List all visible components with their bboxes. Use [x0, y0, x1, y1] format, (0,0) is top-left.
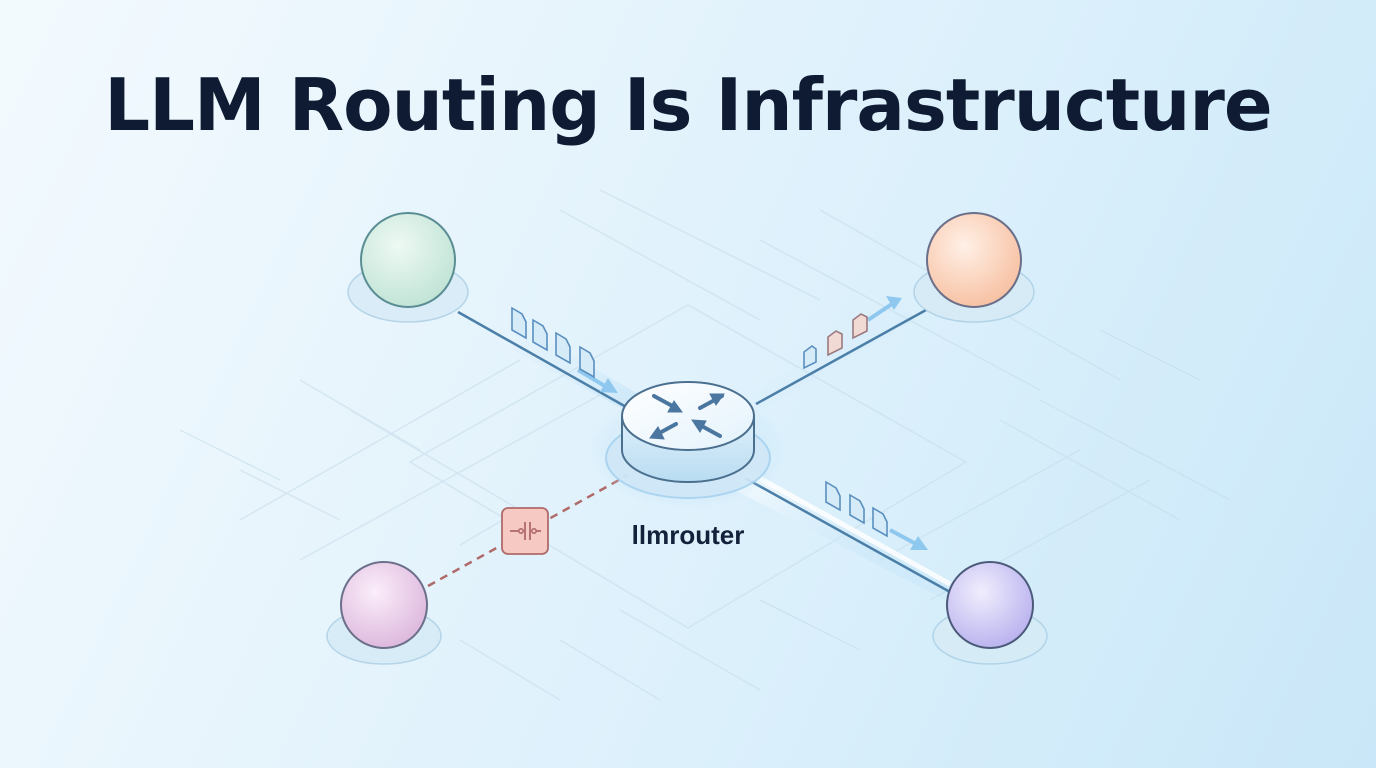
- packets-inbound: [511, 306, 595, 379]
- packet-document-icon: [827, 330, 843, 357]
- routing-arrows-icon: [649, 393, 725, 440]
- flow-arrow-icon: [576, 368, 618, 393]
- link-top-left-router: [457, 310, 629, 410]
- packet-document-icon: [852, 313, 868, 340]
- packets-outbound-bottom: [825, 480, 888, 538]
- link-router-top-right: [755, 308, 927, 406]
- flow-arrow-icon: [866, 296, 902, 322]
- model-node-bottom-left: [326, 561, 442, 665]
- link-router-bottom-right: [744, 476, 951, 594]
- packet-document-icon: [511, 306, 527, 340]
- circuit-breaker-icon: [501, 507, 549, 555]
- packet-document-icon: [872, 506, 888, 538]
- packet-document-icon: [532, 318, 548, 352]
- model-node-top-right: [913, 212, 1035, 323]
- flow-arrows: [576, 296, 928, 550]
- router-label: llmrouter: [631, 520, 745, 550]
- packet-document-icon: [803, 345, 817, 370]
- model-node-bottom-right: [932, 561, 1048, 665]
- packet-document-icon: [555, 331, 571, 365]
- packet-document-icon: [849, 493, 865, 525]
- link-router-bottom-right-highlight: [743, 467, 952, 587]
- page-title: LLM Routing Is Infrastructure: [104, 63, 1273, 147]
- packet-document-icon: [825, 480, 841, 512]
- packet-document-icon: [579, 345, 595, 379]
- flow-arrow-icon: [889, 528, 928, 550]
- model-node-top-left: [347, 212, 469, 323]
- router-node: [588, 381, 788, 508]
- packets-outbound-top: [803, 313, 868, 370]
